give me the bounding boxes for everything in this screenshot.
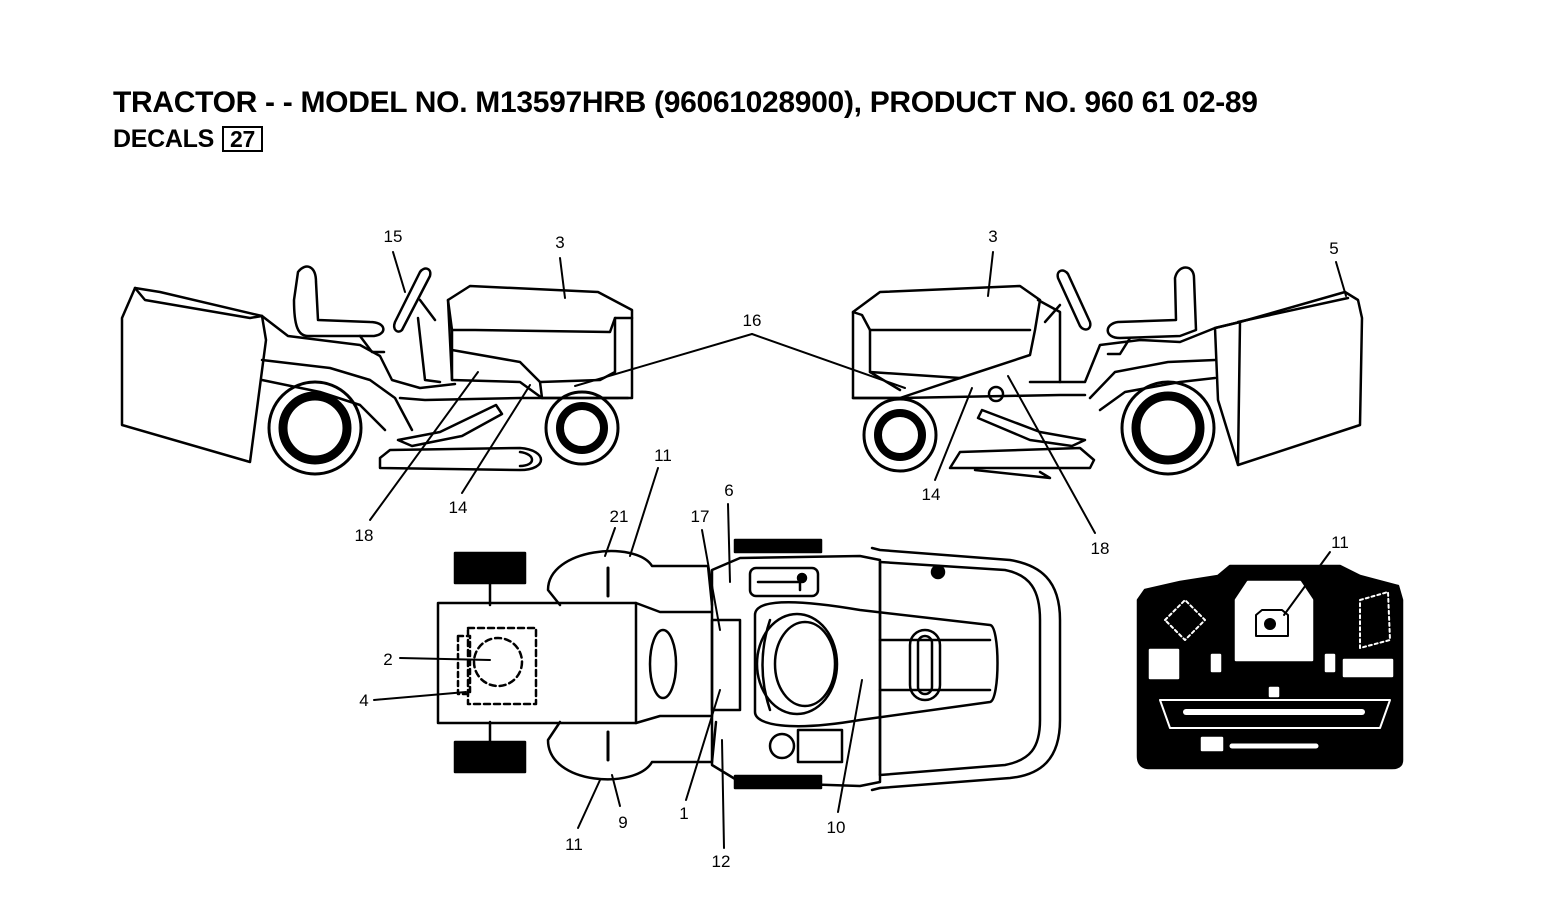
callout-right-14: 14 xyxy=(922,485,941,504)
callout-dash-11: 11 xyxy=(1331,533,1349,552)
callout-left-3: 3 xyxy=(555,233,564,252)
callout-top-2: 2 xyxy=(383,650,392,669)
callout-top-6: 6 xyxy=(724,481,733,500)
callout-16: 16 xyxy=(743,311,762,330)
page-title: TRACTOR - - MODEL NO. M13597HRB (9606102… xyxy=(113,86,1258,119)
callout-top-12: 12 xyxy=(712,852,731,871)
callout-right-5: 5 xyxy=(1329,239,1338,258)
callout-top-4: 4 xyxy=(359,691,368,710)
callout-top-21: 21 xyxy=(610,507,629,526)
section-label: DECALS xyxy=(113,125,214,153)
callout-top-10: 10 xyxy=(827,818,846,837)
callout-top-1: 1 xyxy=(679,804,688,823)
section-number-box: 27 xyxy=(221,126,263,152)
leader-lines xyxy=(369,251,1347,849)
callout-right-18: 18 xyxy=(1091,539,1110,558)
tractor-top-view xyxy=(436,538,1062,792)
dash-panel-view xyxy=(1136,564,1404,770)
tractor-right-side-view xyxy=(851,266,1364,480)
callout-left-14: 14 xyxy=(449,498,468,517)
callout-right-3: 3 xyxy=(988,227,997,246)
callout-top-17: 17 xyxy=(691,507,710,526)
callout-left-18: 18 xyxy=(355,526,374,545)
callout-top-11-lower: 11 xyxy=(565,835,583,854)
callout-left-15: 15 xyxy=(384,227,403,246)
callout-top-9: 9 xyxy=(618,813,627,832)
tractor-left-side-view xyxy=(120,265,634,476)
section-heading: DECALS 27 xyxy=(113,125,263,154)
callout-top-11-upper: 11 xyxy=(654,446,672,465)
